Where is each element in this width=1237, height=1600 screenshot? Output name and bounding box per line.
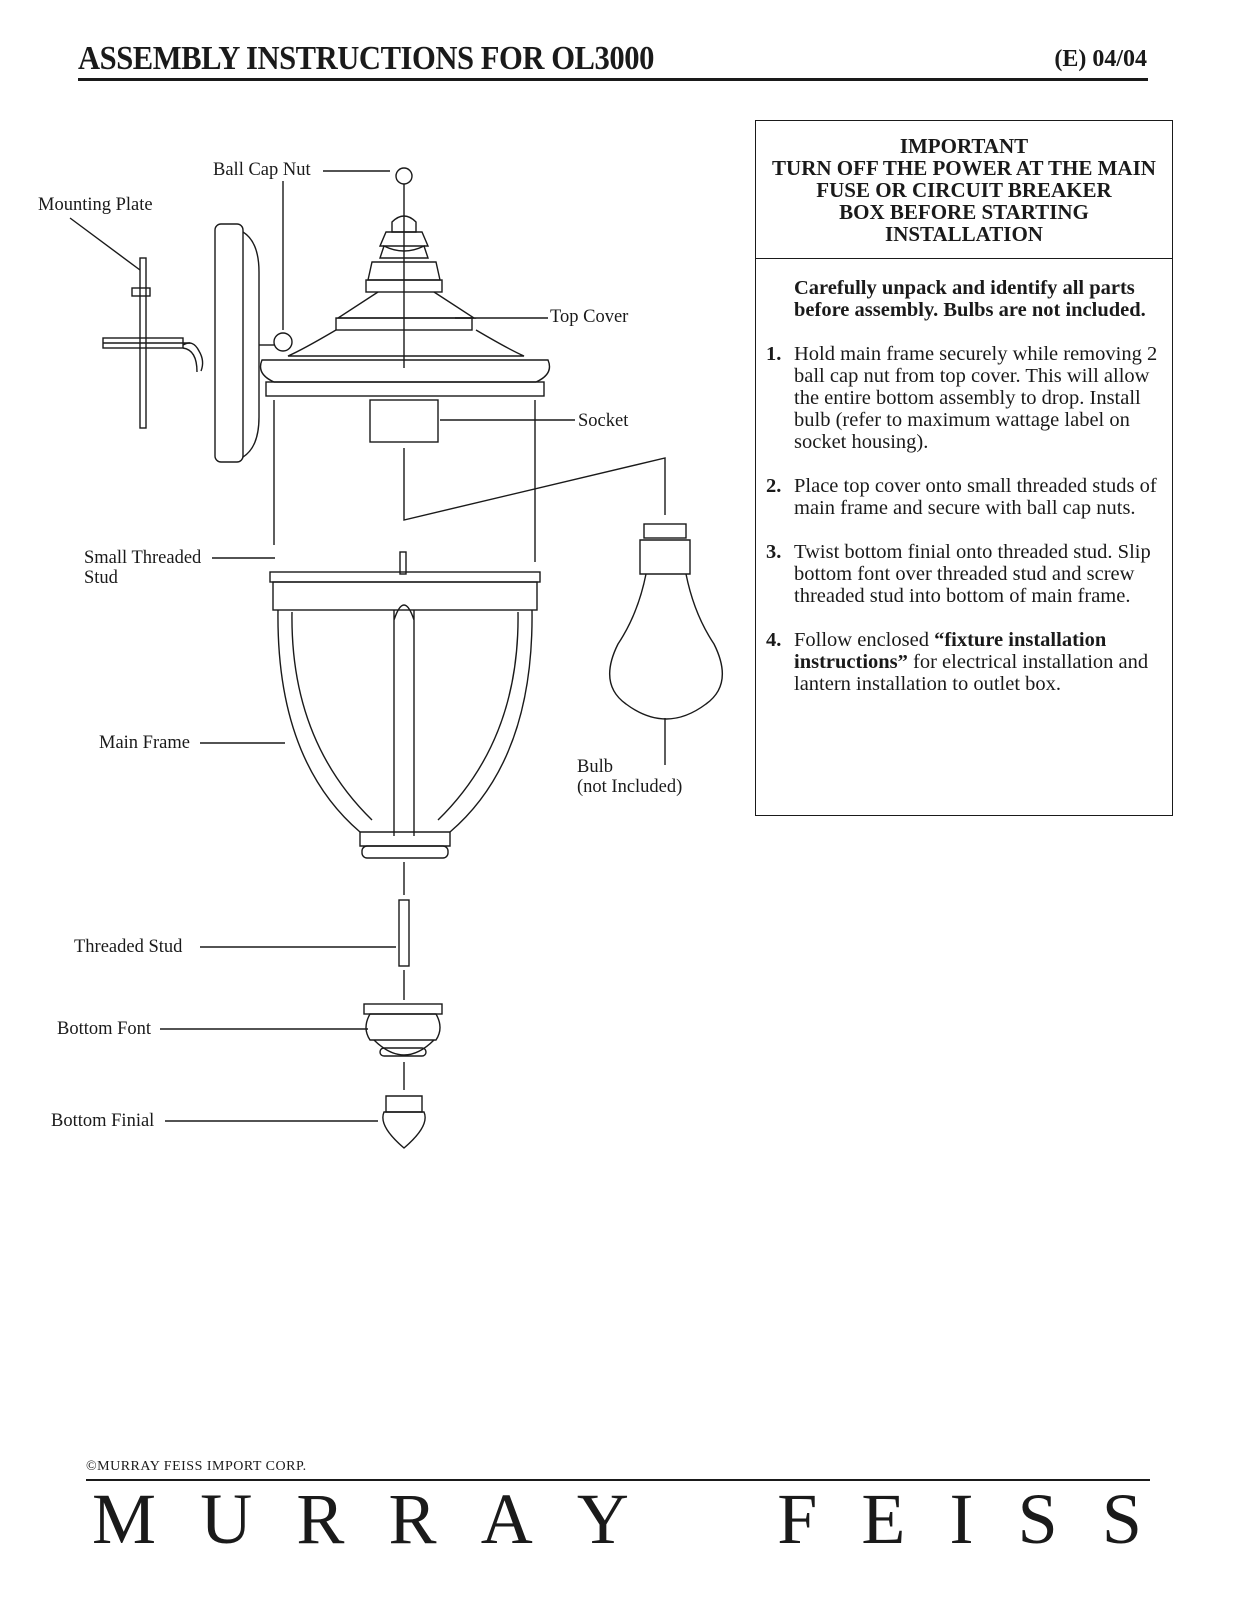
top-cover (259, 184, 551, 397)
bottom-font (363, 1003, 443, 1057)
copyright-notice: ©MURRAY FEISS IMPORT CORP. (86, 1459, 307, 1474)
main-frame (269, 551, 541, 859)
light-bulb (609, 523, 723, 720)
bottom-finial (382, 1095, 426, 1149)
step-4: 4. Follow enclosed “fixture installation… (766, 629, 1149, 695)
threaded-stud (398, 899, 410, 967)
footer-rule (86, 1479, 1150, 1481)
brand-logo: M U R R A Y F E I S S (92, 1479, 1142, 1559)
label-small-threaded-stud: Small Threaded Stud (84, 548, 202, 588)
label-bulb: Bulb (not Included) (577, 757, 683, 797)
label-ball-cap-nut: Ball Cap Nut (213, 160, 311, 180)
document-title: ASSEMBLY INSTRUCTIONS FOR OL3000 (78, 40, 654, 77)
instructions-box: IMPORTANT TURN OFF THE POWER AT THE MAIN… (755, 120, 1173, 816)
important-warning: IMPORTANT TURN OFF THE POWER AT THE MAIN… (756, 121, 1172, 259)
ball-cap-nut-side (273, 332, 293, 352)
socket (369, 399, 439, 443)
label-bottom-finial: Bottom Finial (51, 1111, 155, 1131)
assembly-diagram (69, 167, 723, 1149)
wall-canopy (214, 223, 275, 463)
leader-lines (69, 170, 666, 1122)
label-threaded-stud: Threaded Stud (74, 937, 183, 957)
step-1: 1. Hold main frame securely while removi… (766, 343, 1158, 453)
mounting-plate (102, 257, 204, 429)
step-3: 3. Twist bottom finial onto threaded stu… (766, 541, 1151, 607)
title-underline (78, 78, 1148, 81)
instructions-body: Carefully unpack and identify all parts … (756, 259, 1172, 695)
label-main-frame: Main Frame (99, 733, 190, 753)
label-bottom-font: Bottom Font (57, 1019, 152, 1039)
ball-cap-nut-top (395, 167, 413, 185)
label-top-cover: Top Cover (550, 307, 629, 327)
alignment-lines (273, 400, 666, 1090)
edition-date: (E) 04/04 (1054, 46, 1147, 72)
label-mounting-plate: Mounting Plate (38, 195, 153, 215)
label-socket: Socket (578, 411, 629, 431)
step-2: 2. Place top cover onto small threaded s… (766, 475, 1157, 519)
intro-text: Carefully unpack and identify all parts … (794, 277, 1146, 321)
